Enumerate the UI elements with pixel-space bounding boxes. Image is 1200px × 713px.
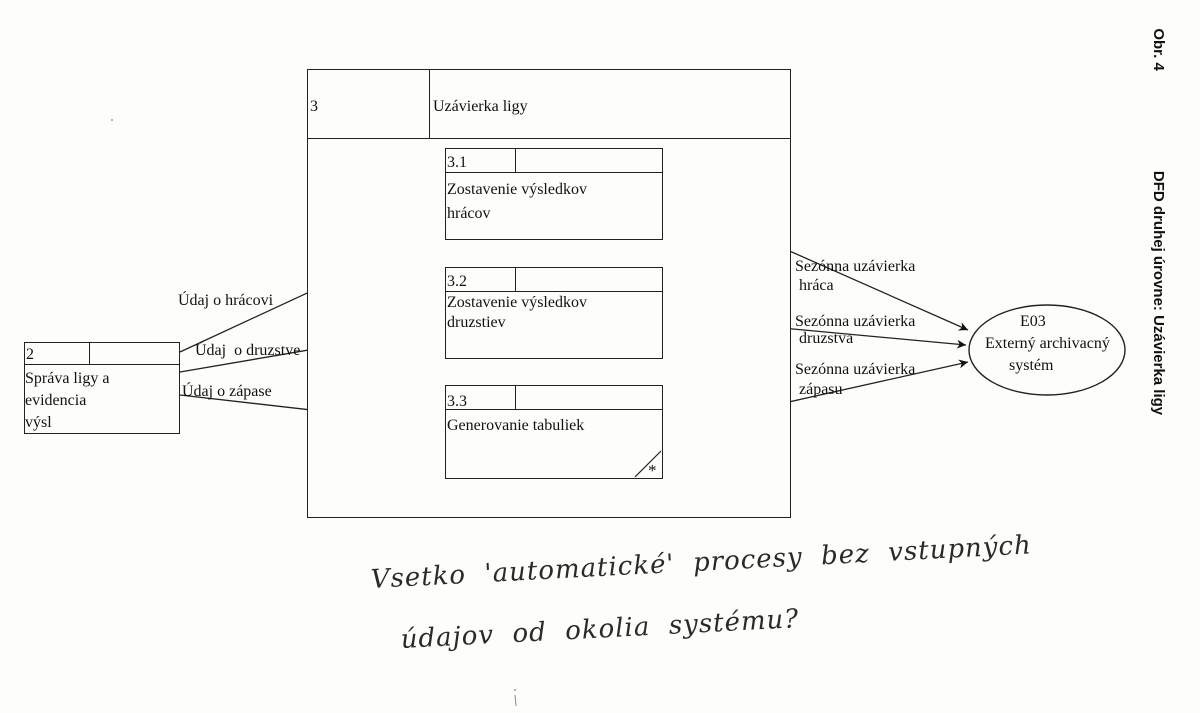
- left-process-id: 2: [26, 346, 34, 363]
- subprocess-id-cell: [446, 386, 516, 409]
- caption-gap: [1150, 71, 1167, 171]
- figure-title: DFD druhej úrovne: Uzávierka ligy: [1150, 170, 1167, 416]
- subprocess-header: [446, 268, 662, 292]
- flow-label: druzstva: [795, 330, 854, 347]
- flow-label: Údaj o zápase: [182, 383, 272, 400]
- left-process-box: [24, 342, 180, 434]
- scan-speck: [111, 119, 113, 121]
- left-process-name-line: evidencia: [25, 392, 87, 409]
- subprocess-box-3-3: [445, 385, 663, 479]
- subprocess-header: [446, 149, 662, 173]
- outer-process-title: Uzávierka ligy: [433, 98, 528, 115]
- outer-process-id: 3: [310, 98, 318, 115]
- flow-label: Sezónna uzávierka: [795, 258, 916, 275]
- flow-label: Sezónna uzávierka: [795, 361, 916, 378]
- external-entity-id: E03: [1020, 313, 1046, 330]
- subprocess-id: 3.1: [447, 154, 467, 171]
- subprocess-id: 3.3: [447, 393, 467, 410]
- left-process-name-line: výsl: [25, 414, 52, 431]
- flow-label: Údaj o hrácovi: [178, 292, 274, 309]
- subprocess-id-cell: [446, 268, 516, 291]
- subprocess-id-cell: [446, 149, 516, 172]
- outer-process-id-cell: [308, 70, 430, 138]
- outer-process-header: [308, 70, 790, 139]
- scan-speck: [514, 694, 517, 707]
- external-entity-name-line: systém: [1009, 357, 1054, 374]
- flow-label: zápasu: [795, 381, 843, 398]
- subprocess-id: 3.2: [447, 273, 467, 290]
- left-process-id-cell: [25, 343, 90, 364]
- external-entity-name-line: Externý archivacný: [985, 335, 1110, 352]
- subprocess-name-line: Generovanie tabuliek: [447, 417, 585, 434]
- subprocess-box-3-2: [445, 267, 663, 359]
- subprocess-name-line: Zostavenie výsledkov: [447, 181, 587, 198]
- left-process-header: [25, 343, 179, 365]
- subprocess-header: [446, 386, 662, 410]
- corner-diagonal: [634, 450, 662, 478]
- external-entity-shape: [968, 304, 1126, 396]
- scan-speck: [514, 689, 516, 691]
- left-process-name-line: Správa ligy a: [25, 370, 110, 387]
- subprocess-name-line: Zostavenie výsledkov: [447, 294, 587, 311]
- flow-label: hráca: [795, 277, 834, 294]
- subprocess-name-line: druzstiev: [447, 314, 506, 331]
- flow-label: Sezónna uzávierka: [795, 313, 916, 330]
- subprocess-marker: *: [648, 461, 657, 480]
- subprocess-box-3-1: [445, 148, 663, 240]
- subprocess-name-line: hrácov: [447, 205, 491, 222]
- flow-label: Údaj o druzstve: [195, 342, 301, 359]
- figure-number: Obr. 4: [1150, 28, 1167, 71]
- figure-caption: Obr. 4 DFD druhej úrovne: Uzávierka ligy: [1150, 20, 1184, 415]
